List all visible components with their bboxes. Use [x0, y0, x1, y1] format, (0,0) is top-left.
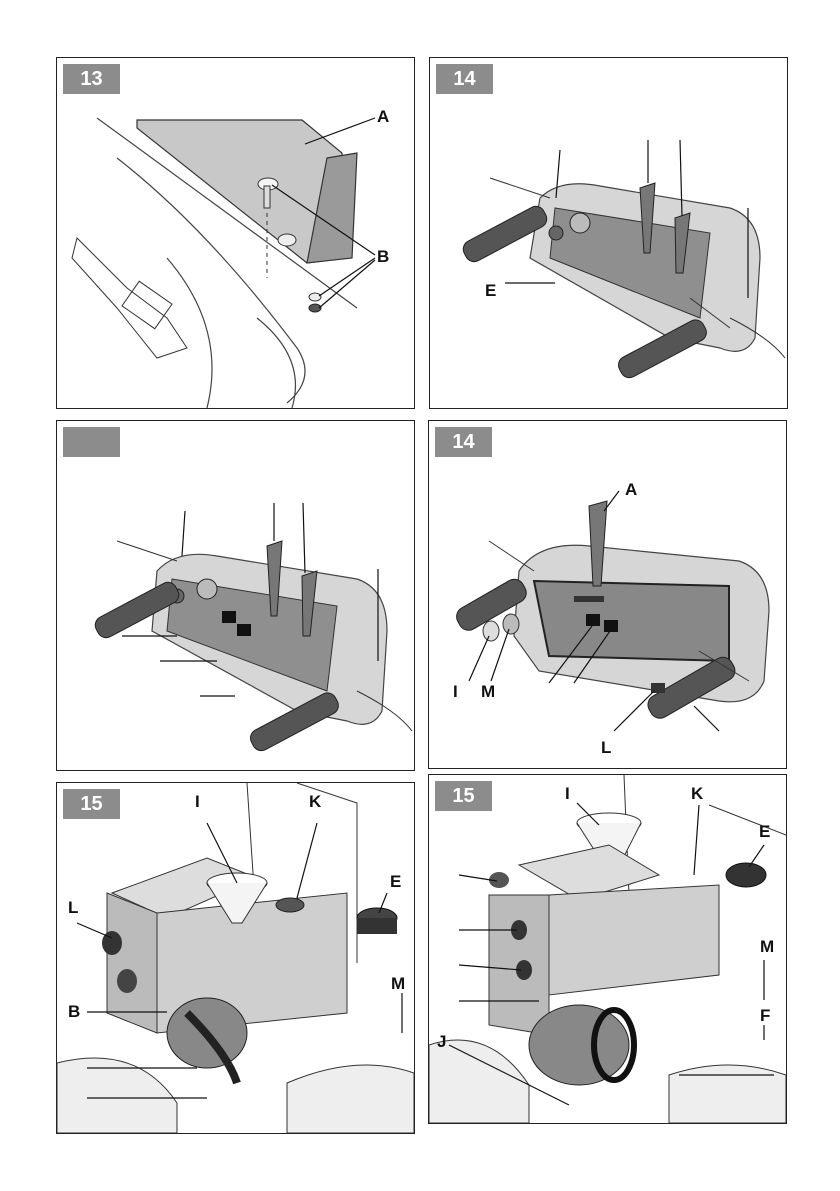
label-f: F: [760, 1007, 770, 1024]
label-l: L: [68, 899, 78, 916]
control-panel-detail-illustration: [429, 421, 786, 768]
engine-fueling-variant-illustration: [429, 775, 786, 1123]
control-panel-variant-illustration: [57, 421, 414, 770]
label-a: A: [377, 108, 389, 125]
label-m: M: [481, 683, 495, 700]
label-i: I: [195, 793, 200, 810]
label-m: M: [760, 938, 774, 955]
label-m: M: [391, 975, 405, 992]
label-e: E: [485, 282, 496, 299]
engine-fueling-illustration: [57, 783, 414, 1133]
label-i: I: [565, 785, 570, 802]
figure-panel-unnumbered: [56, 420, 415, 771]
label-b: B: [68, 1003, 80, 1020]
label-e: E: [759, 823, 770, 840]
label-k: K: [309, 793, 321, 810]
figure-15-panel-left: 15 I K E L B M: [56, 782, 415, 1134]
label-j: J: [437, 1033, 446, 1050]
label-i: I: [453, 683, 458, 700]
control-panel-illustration: [430, 58, 787, 408]
chute-deflector-illustration: [57, 58, 414, 408]
label-k: K: [691, 785, 703, 802]
figure-15-panel-right: 15 I K E M F J: [428, 774, 787, 1124]
label-a: A: [625, 481, 637, 498]
label-l: L: [601, 739, 611, 756]
label-b: B: [377, 248, 389, 265]
figure-13-panel: 13 A B: [56, 57, 415, 409]
figure-14-panel-detail: 14 A I M L: [428, 420, 787, 769]
figure-14-panel-top: 14 E: [429, 57, 788, 409]
label-e: E: [390, 873, 401, 890]
